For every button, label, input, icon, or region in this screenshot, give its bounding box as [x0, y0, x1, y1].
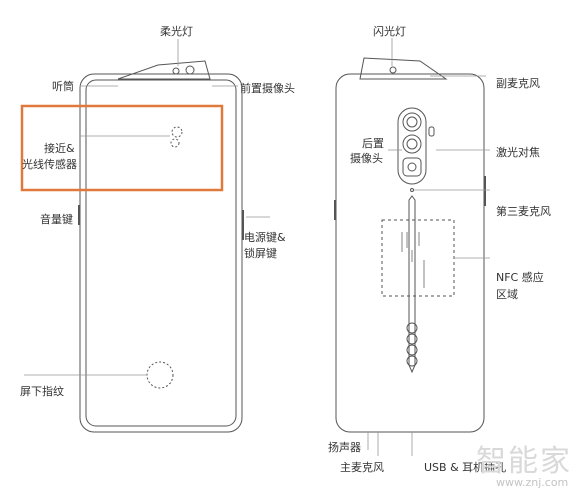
label-secondary-mic: 副麦克风 — [496, 77, 540, 90]
back-flash-circle — [389, 66, 397, 74]
label-power-line2: 锁屏键 — [244, 247, 277, 260]
laser-focus-sensor — [428, 126, 435, 137]
label-proximity-line2: 光线传感器 — [22, 158, 77, 171]
rear-camera-lens-3 — [402, 157, 422, 177]
label-third-mic: 第三麦克风 — [496, 205, 551, 218]
label-earpiece: 听筒 — [52, 80, 74, 93]
label-laser-focus: 激光对焦 — [496, 146, 540, 159]
back-leader-lines — [367, 38, 490, 456]
label-proximity-line1: 接近& — [44, 142, 75, 155]
label-speaker: 扬声器 — [328, 441, 361, 454]
label-main-mic: 主麦克风 — [340, 461, 384, 474]
front-camera-lens — [185, 65, 195, 75]
label-rear-camera-line1: 后置 — [362, 137, 384, 150]
back-popup-module — [359, 57, 448, 80]
proximity-sensor-circle — [171, 126, 183, 138]
watermark-url: www.znj.com — [496, 476, 569, 489]
back-phone — [334, 57, 486, 433]
label-soft-light: 柔光灯 — [160, 25, 193, 38]
label-fingerprint: 屏下指纹 — [20, 385, 64, 398]
watermark-brand: 智能家 — [476, 444, 572, 479]
rear-camera-lens-2 — [402, 134, 422, 154]
label-nfc-line2: 区域 — [496, 288, 518, 301]
fingerprint-circle — [146, 361, 174, 389]
front-phone — [78, 60, 244, 433]
front-leader-lines — [24, 39, 270, 376]
rear-camera-lens-1 — [402, 112, 422, 132]
rear-camera-bar — [397, 107, 427, 185]
label-volume-key: 音量键 — [40, 213, 73, 226]
rear-camera-lens-3-inner — [407, 162, 417, 172]
proximity-highlight-box — [20, 104, 224, 192]
rear-camera-lens-2-inner — [406, 138, 418, 150]
rear-camera-lens-1-inner — [406, 116, 418, 128]
front-phone-body — [79, 73, 243, 433]
label-flash: 闪光灯 — [373, 25, 406, 38]
label-rear-camera-line2: 摄像头 — [350, 152, 383, 165]
back-third-mic-hole — [410, 188, 414, 192]
nfc-area-box — [381, 219, 455, 297]
back-center-strip — [408, 195, 416, 374]
light-sensor-circle — [170, 138, 180, 148]
nfc-text-marks — [401, 232, 425, 288]
label-usb-jack: USB & 耳机插孔 — [424, 461, 507, 474]
front-phone-screen — [85, 79, 237, 427]
front-popup-module — [117, 60, 211, 80]
back-phone-body — [335, 73, 485, 433]
oppo-logo — [406, 322, 418, 367]
label-nfc-line1: NFC 感应 — [496, 271, 544, 284]
label-power-line1: 电源键& — [244, 231, 286, 244]
label-front-camera: 前置摄像头 — [240, 82, 295, 95]
front-soft-light-circle — [172, 67, 180, 75]
